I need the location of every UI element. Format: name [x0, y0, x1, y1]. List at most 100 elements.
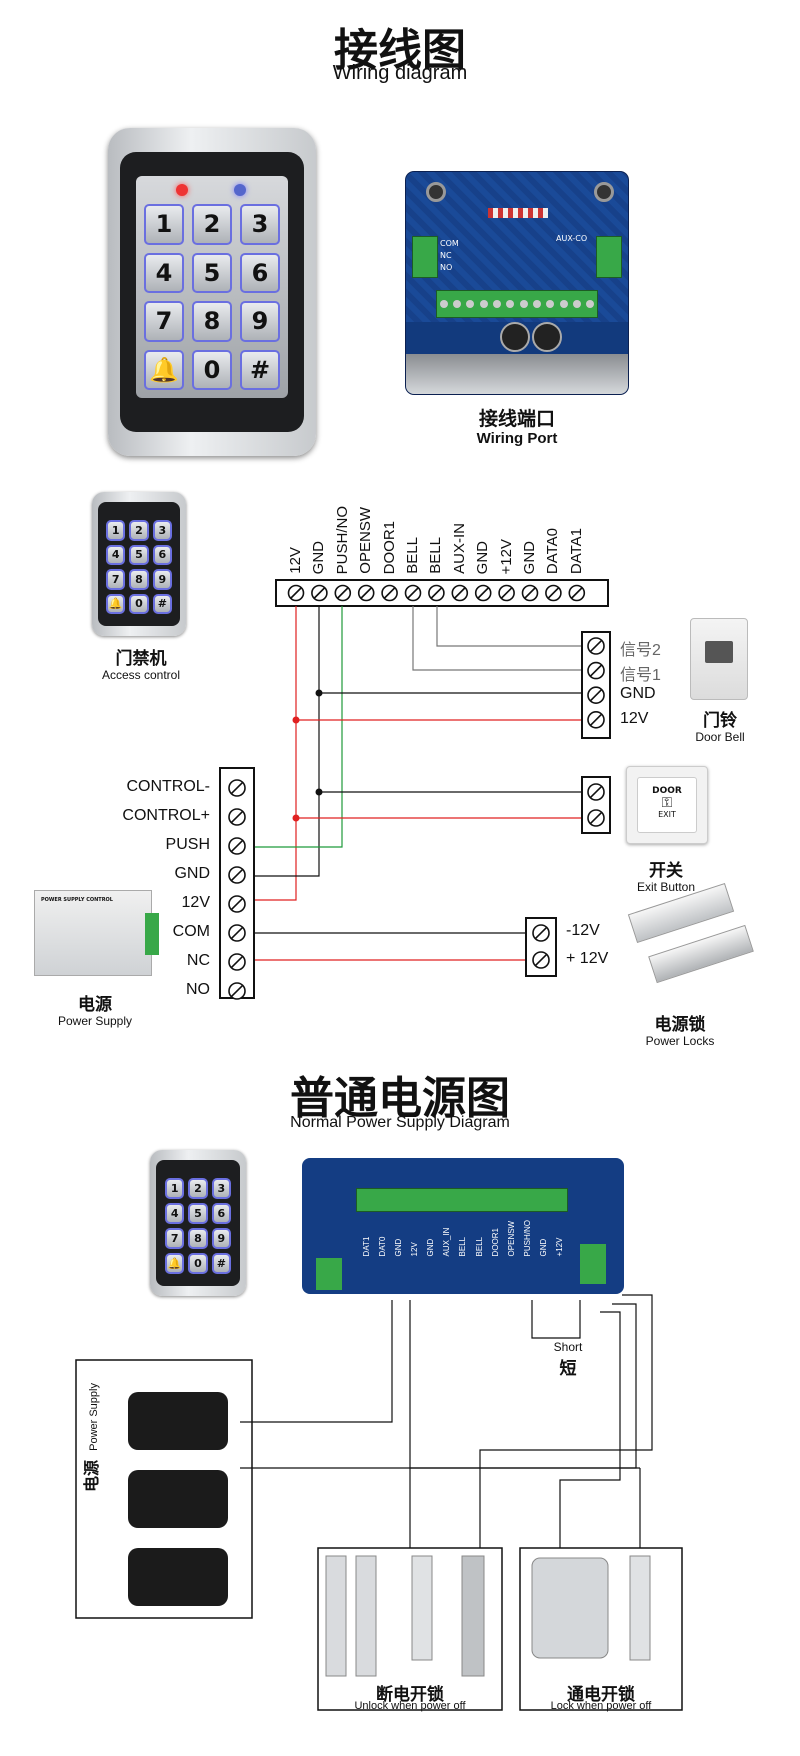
keypad-key: 2 — [188, 1178, 208, 1199]
psu-terminal-label: CONTROL- — [126, 778, 210, 795]
exit-button-caption-cn: 开关 — [649, 861, 683, 881]
top-terminal-screw-slot — [453, 587, 466, 599]
psu-terminal-label: COM — [172, 923, 210, 940]
lock-unlock-1 — [325, 1555, 347, 1677]
board2-pin-label: +12V — [555, 1237, 565, 1257]
board2-pin-label: AUX_IN — [442, 1227, 452, 1257]
keypad-key: # — [240, 349, 280, 390]
power-locks-caption-en: Power Locks — [645, 1034, 715, 1048]
lock-term-minus: -12V — [566, 922, 600, 939]
psu-terminal-screw-slot — [230, 839, 244, 853]
short-caption-cn: 短 — [559, 1359, 577, 1379]
power-locks-photo — [627, 882, 760, 992]
door-bell-terminal-label: 12V — [620, 709, 649, 727]
top-terminal-label: PUSH/NO — [333, 505, 351, 574]
door-bell-terminal-screw-slot — [589, 664, 603, 677]
top-terminal-label: BELL — [404, 537, 421, 574]
keypad-key: 0 — [129, 593, 149, 614]
top-terminal-screw-slot — [290, 587, 302, 599]
keypad-key: 3 — [211, 1178, 231, 1199]
keypad-key: 5 — [188, 1203, 208, 1224]
psu-terminal-label: CONTROL+ — [122, 807, 210, 824]
top-terminal-screws — [287, 584, 586, 602]
top-terminal-label: DATA1 — [567, 527, 585, 574]
board-left-terminal-label: COM — [440, 239, 459, 248]
psu-terminal-screw-slot — [230, 897, 244, 911]
normal-power-diagram — [75, 1294, 683, 1711]
unlock-box — [317, 1547, 503, 1711]
psu-terminal-screw-slot — [230, 926, 244, 940]
keypad-key: 8 — [188, 1228, 208, 1249]
keypad-key: 9 — [211, 1228, 231, 1249]
keypad-key: 🔔 — [165, 1253, 185, 1274]
keypad-key: 5 — [192, 252, 232, 293]
power-supply-photo: POWER SUPPLY CONTROL — [34, 890, 159, 976]
wiring-port-caption-cn: 接线端口 — [478, 408, 555, 430]
page-title: 接线图 — [334, 25, 466, 76]
exit-button-face-bottom: EXIT — [658, 810, 676, 819]
psu-terminal-label: 12V — [181, 894, 210, 911]
keypad-key: 🔔 — [106, 593, 126, 614]
door-bell-caption-cn: 门铃 — [703, 711, 737, 731]
keypad-key: 🔔 — [144, 349, 184, 390]
top-terminal-label: AUX-IN — [450, 523, 468, 574]
board2-pin-label: GND — [539, 1238, 549, 1257]
keypad-key: 5 — [129, 544, 149, 565]
top-terminal-screw-slot — [547, 587, 560, 599]
keypad-key: 7 — [106, 569, 126, 590]
top-terminal-label: DOOR1 — [380, 520, 398, 574]
top-terminal-label: +12V — [497, 538, 515, 574]
keypad-key: 6 — [240, 252, 280, 293]
board-aux-label: AUX-CO — [556, 234, 588, 243]
unlock-box-caption-cn: 断电开锁 — [376, 1685, 444, 1705]
short-caption-en: Short — [553, 1340, 583, 1354]
exit-button-face-top: DOOR — [652, 786, 682, 796]
top-terminal-label: GND — [521, 540, 538, 574]
top-terminal-screw-slot — [500, 587, 513, 599]
keypad-key: 4 — [106, 544, 126, 565]
lock-terminal-screw-slot — [534, 953, 548, 967]
board2-pin-label: DAT1 — [361, 1236, 371, 1257]
psu-terminal-screw-slot — [230, 781, 244, 795]
keypad-key: 1 — [106, 520, 126, 541]
top-terminal-screw-slot — [360, 587, 373, 599]
top-terminal-screw-slot — [477, 587, 490, 599]
top-terminal-label: BELL — [427, 537, 445, 574]
board2-pin-label: BELL — [458, 1236, 468, 1257]
board-terminal-block — [436, 290, 598, 318]
psu-terminal-label: PUSH — [165, 836, 210, 853]
top-terminal-label: OPENSW — [357, 507, 375, 574]
lock-box — [519, 1547, 683, 1711]
keypad-key: 0 — [192, 349, 232, 390]
board-left-terminal-label: NC — [440, 251, 452, 260]
exit-button-caption-en: Exit Button — [636, 880, 696, 894]
keypad-key: 1 — [165, 1178, 185, 1199]
lock-box-caption-cn: 通电开锁 — [567, 1685, 635, 1705]
door-bell-terminal-label: 信号1 — [620, 666, 661, 684]
lock-unlock-4 — [461, 1555, 485, 1677]
top-terminal-screw-slot — [407, 587, 419, 599]
top-terminal-label: GND — [310, 540, 328, 574]
power-supply-caption-en: Power Supply — [57, 1014, 133, 1028]
psu-photo-label: POWER SUPPLY CONTROL — [41, 897, 113, 903]
keypad-key: 7 — [165, 1228, 185, 1249]
keypad-key: 7 — [144, 301, 184, 342]
exit-button-terminal-screw-slot — [589, 785, 603, 799]
door-bell-terminal-label: GND — [620, 685, 656, 703]
board2-pin-label: GND — [426, 1238, 436, 1257]
adapter-box — [75, 1359, 253, 1619]
board2-pin-label: BELL — [474, 1236, 484, 1257]
top-terminal-screw-slot — [336, 587, 349, 599]
door-bell-terminal-screw-slot — [589, 639, 603, 653]
board2-pin-label: PUSH/NO — [522, 1220, 532, 1257]
board2-pin-label: 12V — [409, 1242, 419, 1257]
power-supply-caption-cn: 电源 — [78, 995, 112, 1015]
psu-terminal-screw-slot — [230, 955, 244, 969]
keypad-key: 8 — [129, 569, 149, 590]
